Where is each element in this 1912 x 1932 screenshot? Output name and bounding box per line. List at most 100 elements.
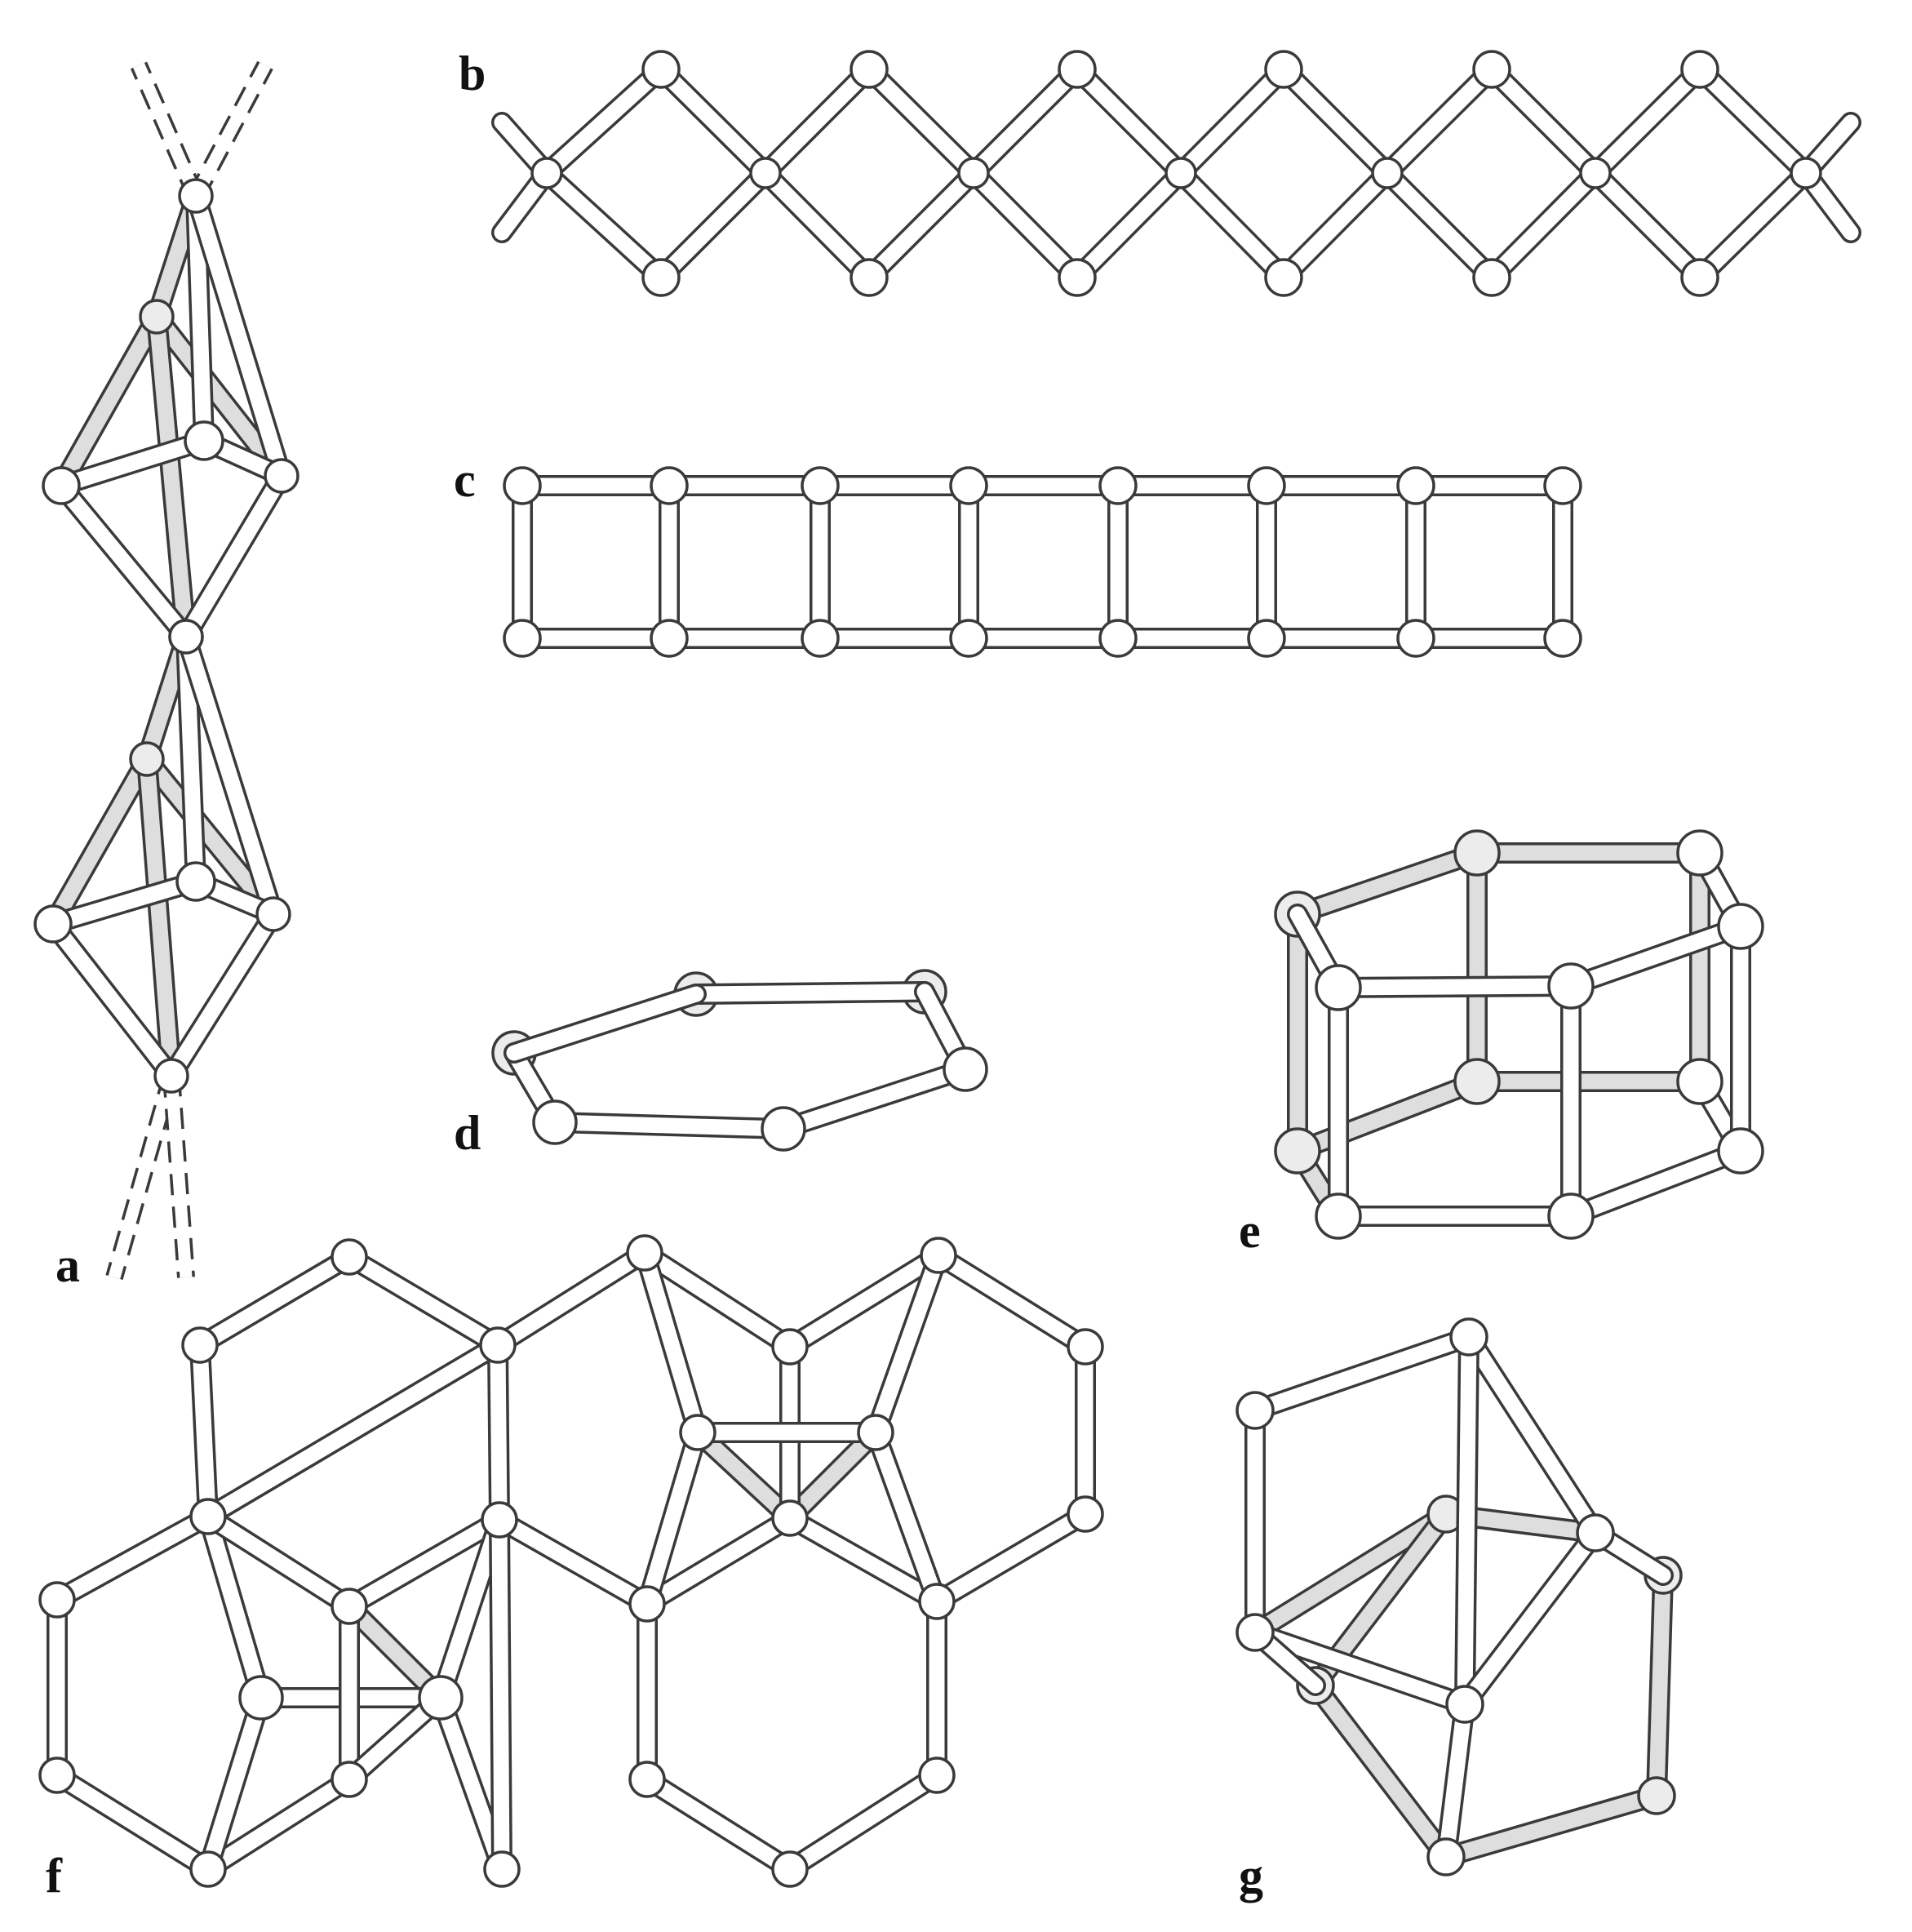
bond-rod-fill <box>139 751 282 922</box>
atom-node <box>628 1761 666 1798</box>
atom-node <box>175 861 216 902</box>
bond-rod-fill <box>637 1245 798 1355</box>
atom-node <box>1396 619 1435 658</box>
atom-node <box>178 178 214 214</box>
bond-rod-fill <box>45 751 155 932</box>
bond-rod-fill <box>49 1508 216 1608</box>
bond-rod-fill <box>547 1114 792 1137</box>
bond-rod-fill <box>506 986 704 1061</box>
bond-rod-fill <box>1587 165 1708 286</box>
atom-node <box>1426 1837 1466 1876</box>
bond-rod-fill <box>539 165 669 286</box>
atom-node <box>38 1757 76 1794</box>
atom-node <box>1547 962 1595 1010</box>
bond-rod-fill <box>1457 1329 1477 1712</box>
atom-node <box>153 1058 189 1094</box>
atom-node <box>626 1234 663 1272</box>
bond-rod-fill <box>637 1245 706 1441</box>
bond-rod-fill <box>1484 165 1604 286</box>
atom-node <box>1676 1058 1723 1105</box>
bond-rod-fill <box>1563 918 1749 994</box>
atom-node <box>1676 829 1723 877</box>
atom-node <box>1543 466 1582 505</box>
bond-rod-fill <box>1247 1624 1473 1712</box>
structure-a-octahedra-chain <box>33 60 299 1280</box>
bond-rod-fill <box>139 751 180 1084</box>
bond-rod-fill <box>539 61 669 181</box>
structure-g-cage <box>1235 1317 1683 1876</box>
bond-rod-fill <box>1379 165 1500 286</box>
bond-rod-fill <box>1484 61 1604 181</box>
atom-node <box>801 466 840 505</box>
structure-f-layered-sheet <box>38 1234 1104 1888</box>
atom-node <box>181 1326 219 1364</box>
atom-node <box>255 896 291 932</box>
continuation-rod-fill <box>190 62 271 199</box>
atom-node <box>801 619 840 658</box>
bond-rod-fill <box>178 628 282 922</box>
atom-node <box>1067 1495 1104 1533</box>
bond-rod-fill <box>639 1771 798 1877</box>
bond-rod-fill <box>1247 1329 1477 1419</box>
bond-rod-fill <box>1438 1696 1473 1865</box>
bond-rod-fill <box>930 1247 1094 1355</box>
atom-node <box>238 1675 284 1721</box>
bond-rod-fill <box>1330 978 1579 996</box>
bond-rod-fill <box>490 1337 508 1528</box>
bond-rod-fill <box>1563 1143 1749 1224</box>
bond-rod-fill <box>1379 61 1500 181</box>
panel-label-e: e <box>1239 1204 1261 1258</box>
atom-node <box>530 157 563 189</box>
bond-rod-fill <box>188 188 212 449</box>
atom-node <box>857 1414 894 1451</box>
atom-node <box>650 466 689 505</box>
atom-node <box>189 1850 227 1888</box>
bond-rod-fill <box>200 1690 269 1877</box>
panel-labels: a b c d e f g <box>46 47 1263 1903</box>
bond-rod-fill <box>1069 165 1189 286</box>
atom-node <box>1315 1193 1362 1240</box>
atom-node <box>641 258 681 297</box>
panel-label-g: g <box>1239 1849 1263 1903</box>
atom-node <box>1371 157 1404 189</box>
atom-node <box>1449 1317 1488 1357</box>
atom-node <box>1680 258 1719 297</box>
bond-rod-fill <box>188 188 290 484</box>
bond-rod-fill <box>1173 61 1292 181</box>
bond-rod-fill <box>757 61 877 181</box>
bond-rod-fill <box>1692 61 1814 181</box>
bond-rod-fill <box>653 61 774 181</box>
panel-label-d: d <box>454 1106 481 1160</box>
bond-rod-fill <box>782 1510 945 1610</box>
structure-e-double-six-ring <box>1274 829 1764 1240</box>
atom-node <box>1274 1127 1321 1175</box>
bond-rod-fill <box>1461 1329 1604 1541</box>
structure-d-six-ring <box>491 969 988 1152</box>
bond-rod-fill <box>1289 1073 1485 1159</box>
atom-node <box>184 420 224 461</box>
continuation-rod-fill <box>165 1075 193 1278</box>
atom-node <box>771 1328 809 1366</box>
atom-node <box>650 619 689 658</box>
bond-rod-fill <box>163 906 282 1084</box>
bond-rod-fill <box>757 165 877 286</box>
continuation-rod-fill <box>133 62 202 199</box>
bond-rod-fill <box>1587 61 1708 181</box>
bond-rod-fill <box>639 1510 798 1612</box>
atom-node <box>1453 1058 1501 1105</box>
bond-rod-fill <box>200 1771 357 1877</box>
atom-node <box>479 1326 517 1364</box>
atom-node <box>1315 964 1362 1011</box>
atom-node <box>641 50 681 89</box>
atom-node <box>943 1046 988 1092</box>
bond-rod-fill <box>639 1424 706 1612</box>
bond-rod-fill <box>178 628 204 890</box>
atom-node <box>771 1850 809 1888</box>
bond-rod-fill <box>775 1061 974 1137</box>
structure-c-ladder-chain <box>503 466 1582 658</box>
bond-rod-fill <box>782 1247 947 1355</box>
atom-node <box>949 619 988 658</box>
panel-label-a: a <box>55 1238 80 1292</box>
